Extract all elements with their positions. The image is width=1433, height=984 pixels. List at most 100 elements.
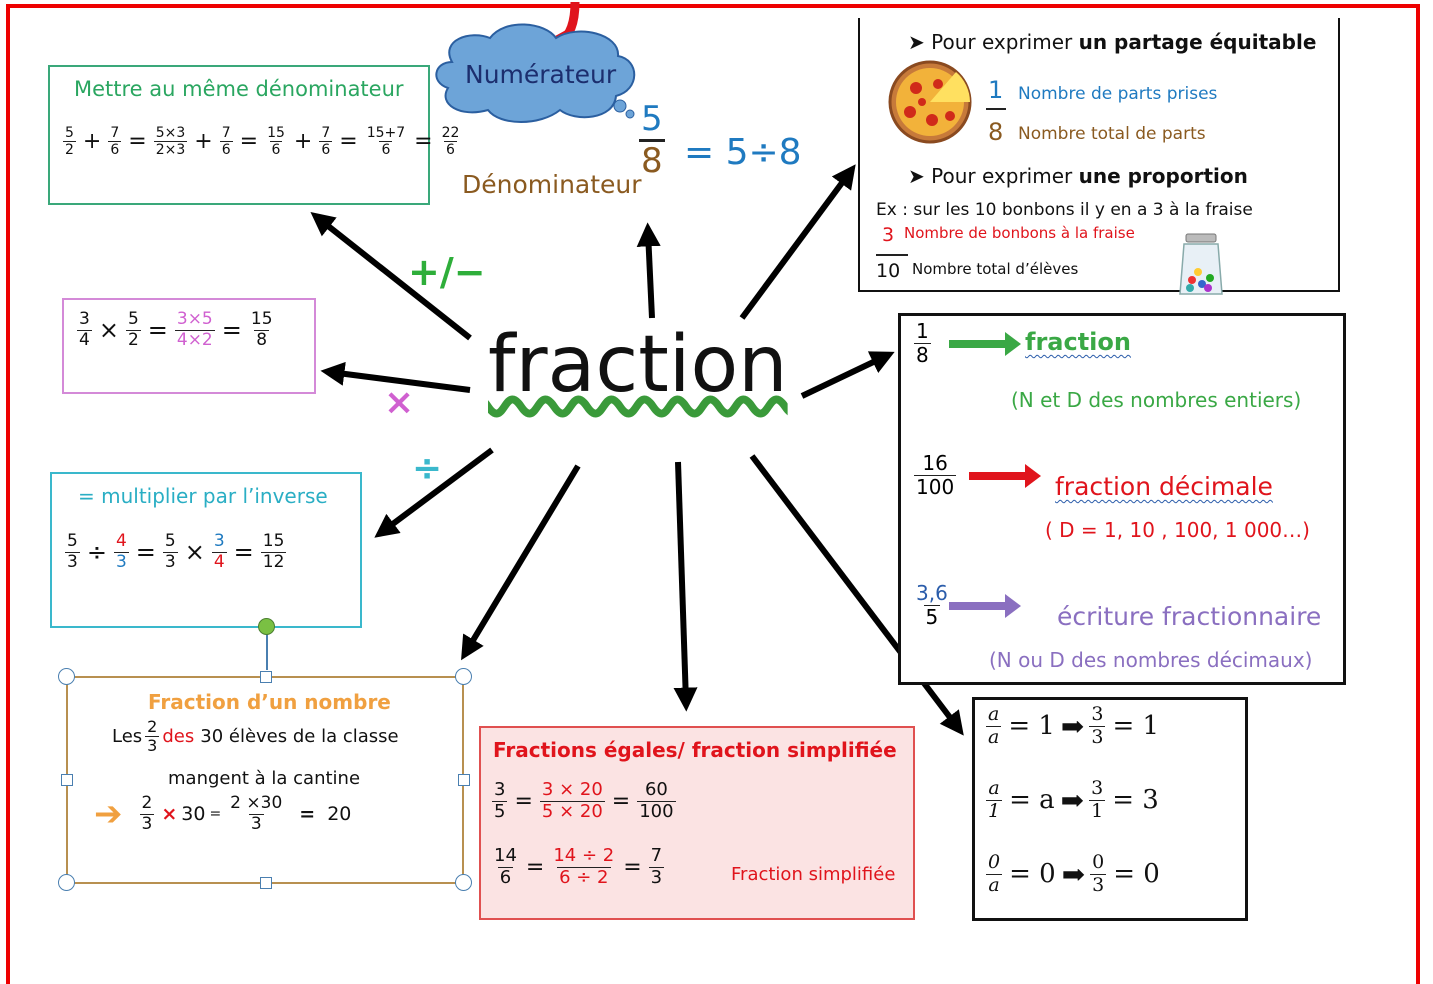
center-title-text: fraction [488,320,788,410]
fraction-denominator: a [986,873,1002,896]
sharing-heading1-bold: un partage équitable [1078,30,1317,54]
type-note: (N et D des nombres entiers) [1011,388,1302,412]
resize-handle-br[interactable] [455,874,472,891]
proportion-numerator-label: Nombre de bonbons à la fraise [904,224,1135,242]
fraction-numerator: 5 [67,531,78,551]
main-fraction: 5 8 [639,99,665,181]
fraction-numerator: 5 [127,309,139,329]
fraction-denominator: 3 [113,551,129,572]
fraction-denominator: 3 [65,551,80,572]
arrow-to-sharing [739,164,856,320]
arrow-to-fraction-of-number [461,464,581,661]
sharing-heading1-prefix: ➤ Pour exprimer [908,30,1079,54]
fraction-of-number-box[interactable]: Fraction d’un nombre Les 2 3 des 30 élèv… [58,618,472,891]
fraction-numerator: 14 ÷ 2 [553,845,615,866]
fraction-denominator: 5 × 20 [539,800,605,822]
fraction-denominator: 3 [1089,725,1106,748]
share-numerator-label: Nombre de parts prises [1018,84,1218,104]
fraction-denominator: 8 [914,343,931,367]
fraction-numerator: 7 [221,125,231,141]
resize-handle-t[interactable] [260,671,272,683]
rotate-handle[interactable] [258,618,275,635]
fraction-of-number-calc: ➔ 2 3 × 30 = 2 ×30 3 = 20 [94,793,352,834]
type-arrow-icon [949,332,1021,356]
pizza-icon [888,60,972,144]
fraction-numerator: 7 [110,125,120,141]
fraction-denominator: 4 [211,551,227,572]
resize-handle-tr[interactable] [455,668,472,685]
proportion-fraction-bar [876,254,908,256]
calc-fraction: 2 3 [139,793,155,834]
fraction-numerator: 4 [115,531,127,551]
arrow-to-same-denominator [310,212,472,341]
calc-eq1: = [209,806,222,823]
special-eq: = 0 [1009,859,1056,890]
sentence-after: 30 élèves de la classe [200,726,399,748]
denominator-label: Dénominateur [462,170,642,199]
proportion-denominator: 10 [876,260,901,282]
fraction-numerator: 60 [644,779,668,800]
fraction-numerator: 7 [650,845,663,866]
resize-handle-bl[interactable] [58,874,75,891]
sentence-before: Les [112,726,143,748]
fraction-denominator: 6 [379,141,393,159]
rotate-handle-stem [266,634,268,670]
operator: + [82,129,102,155]
simplified-note: Fraction simplifiée [731,864,896,885]
plus-minus-symbol: +/− [408,250,486,294]
fraction-denominator: 100 [637,800,676,822]
fraction-numerator: 0 [1092,851,1105,873]
fraction-numerator: 1 [916,319,929,343]
resize-handle-tl[interactable] [58,668,75,685]
sentence-fraction-den: 3 [145,736,160,756]
operator: ÷ [86,538,107,567]
fraction-numerator: 3 [1091,703,1104,725]
sharing-example: Ex : sur les 10 bonbons il y en a 3 à la… [876,200,1253,220]
operator: × [98,316,119,345]
special-eq: = a [1009,785,1055,816]
resize-handle-r[interactable] [458,774,470,786]
fraction-denominator: 6 [219,141,233,159]
calc-result: 20 [327,803,352,826]
fraction-denominator: 6 [269,141,283,159]
sharing-heading2: ➤ Pour exprimer une proportion [908,164,1248,188]
fraction-denominator: 3 [1090,873,1107,896]
sentence-fraction-num: 2 [147,717,158,736]
operator: + [293,129,313,155]
operator: = [623,854,642,880]
fraction-of-number-title: Fraction d’un nombre [148,690,391,714]
fraction-denominator: 12 [260,551,287,572]
calc-times: × [161,803,178,826]
fraction-numerator: 0 [988,851,1001,873]
proportion-numerator: 3 [882,224,895,246]
fraction-denominator: 4×2 [174,329,215,350]
operator: × [184,538,205,567]
fraction-numerator: a [988,703,1000,725]
share-denominator: 8 [988,118,1004,146]
equals-division: = 5÷8 [684,132,802,173]
fraction-denominator: 5 [923,605,941,629]
special-result: = 3 [1112,785,1159,816]
resize-handle-l[interactable] [61,774,73,786]
times-symbol: × [384,382,415,423]
type-label: fraction [1025,328,1131,356]
fraction-denominator: 4 [77,329,92,350]
fraction-denominator: 2 [125,329,141,350]
fraction-numerator: 5 [164,531,176,551]
resize-handle-b[interactable] [260,877,272,889]
